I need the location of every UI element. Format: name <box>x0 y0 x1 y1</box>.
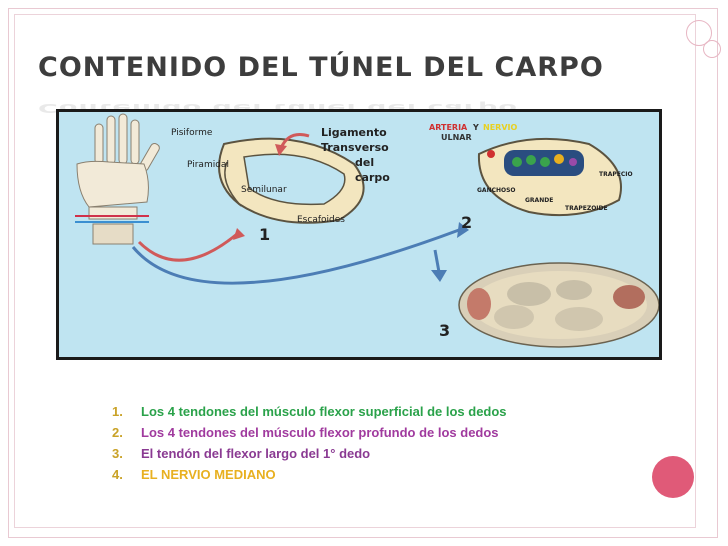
label-transverso: Transverso <box>321 141 389 154</box>
list-item: 1. Los 4 tendones del músculo flexor supe… <box>112 401 507 422</box>
label-ganchoso: GANCHOSO <box>477 187 516 194</box>
label-trapecio: TRAPECIO <box>599 171 633 178</box>
label-pisiforme: Pisiforme <box>171 128 213 138</box>
label-number-3: 3 <box>439 321 450 340</box>
list-item-text: Los 4 tendones del músculo flexor superf… <box>141 404 507 419</box>
list-item-number: 1. <box>112 404 123 419</box>
label-semilunar: Semilunar <box>241 185 287 195</box>
label-number-2: 2 <box>461 213 472 232</box>
label-ligamento: Ligamento <box>321 126 387 139</box>
slide-inner-frame <box>14 14 696 528</box>
list-item-number: 4. <box>112 467 123 482</box>
label-trapezoide: TRAPEZOIDE <box>565 205 608 212</box>
arrow-1 <box>137 232 238 262</box>
label-number-1: 1 <box>259 225 270 244</box>
carpal-tunnel-contents-list: 1. Los 4 tendones del músculo flexor supe… <box>112 401 507 485</box>
list-item-text: Los 4 tendones del músculo flexor profun… <box>141 425 499 440</box>
label-carpo: carpo <box>355 171 390 184</box>
label-grande: GRANDE <box>525 197 553 204</box>
label-y: Y <box>472 123 479 132</box>
list-item-number: 2. <box>112 425 123 440</box>
hand-skeleton-icon <box>75 113 160 245</box>
slide-frame <box>8 8 718 538</box>
list-item: 3. El tendón del flexor largo del 1° dedo <box>112 443 507 464</box>
ligament-pointer <box>279 133 310 149</box>
list-item: 2. Los 4 tendones del músculo flexor prof… <box>112 422 507 443</box>
cross-section-2 <box>477 137 622 217</box>
label-del: del <box>355 156 374 169</box>
cross-section-3 <box>458 262 659 348</box>
carpal-tunnel-illustration: Pisiforme Piramidal Semilunar Escafoides… <box>56 109 662 360</box>
page-title: Contenido del túnel del carpo <box>38 52 604 83</box>
list-item-text: EL NERVIO MEDIANO <box>141 467 276 482</box>
label-nervio: NERVIO <box>483 123 517 132</box>
cross-section-1 <box>218 137 365 224</box>
list-item-number: 3. <box>112 446 123 461</box>
label-escafoides: Escafoides <box>297 215 345 225</box>
arrow-2 <box>131 228 460 285</box>
label-arteria: ARTERIA <box>429 123 468 132</box>
decorative-circle-top <box>686 20 712 46</box>
arrow-3 <box>433 249 441 273</box>
list-item-text: El tendón del flexor largo del 1° dedo <box>141 446 371 461</box>
decorative-circle-accent <box>652 456 694 498</box>
list-item: 4. EL NERVIO MEDIANO <box>112 464 507 485</box>
label-ulnar: ULNAR <box>441 133 472 142</box>
label-piramidal: Piramidal <box>187 160 229 170</box>
decorative-circle-small <box>703 40 721 58</box>
illustration-svg: Pisiforme Piramidal Semilunar Escafoides… <box>75 113 659 348</box>
